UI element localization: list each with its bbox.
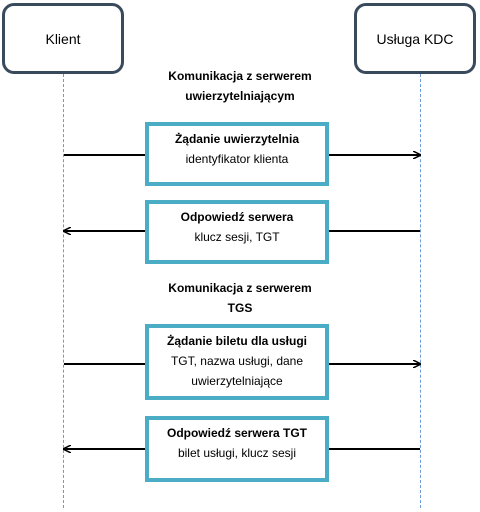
message-body: TGT, nazwa usługi, dane uwierzytelniając…: [170, 354, 304, 388]
section-tgs-line1: Komunikacja z serwerem: [168, 281, 312, 295]
message-auth-request: Żądanie uwierzytelnia identyfikator klie…: [145, 122, 329, 186]
client-lifeline: [63, 74, 64, 508]
actor-kdc: Usługa KDC: [354, 3, 476, 74]
section-auth-line1: Komunikacja z serwerem: [168, 69, 312, 83]
message-tgt-response: Odpowiedź serwera TGT bilet usługi, kluc…: [145, 416, 329, 482]
message-body: identyfikator klienta: [185, 152, 289, 166]
message-ticket-request: Żądanie biletu dla usługi TGT, nazwa usł…: [145, 324, 329, 400]
section-tgs-line2: TGS: [227, 301, 253, 315]
message-title: Żądanie biletu dla usługi: [166, 334, 307, 348]
message-title: Odpowiedź serwera: [180, 210, 294, 224]
message-body: klucz sesji, TGT: [194, 230, 280, 244]
message-title: Odpowiedź serwera TGT: [166, 426, 308, 440]
actor-client: Klient: [2, 3, 124, 74]
message-title: Żądanie uwierzytelnia: [174, 132, 300, 146]
section-auth-line2: uwierzytelniającym: [185, 89, 295, 103]
section-tgs-heading: Komunikacja z serwerem TGS: [140, 278, 340, 318]
kdc-lifeline: [420, 74, 421, 508]
actor-kdc-label: Usługa KDC: [376, 30, 454, 47]
message-auth-response: Odpowiedź serwera klucz sesji, TGT: [145, 200, 329, 264]
message-body: bilet usługi, klucz sesji: [177, 446, 297, 460]
section-auth-heading: Komunikacja z serwerem uwierzytelniający…: [140, 66, 340, 106]
actor-client-label: Klient: [45, 30, 81, 47]
